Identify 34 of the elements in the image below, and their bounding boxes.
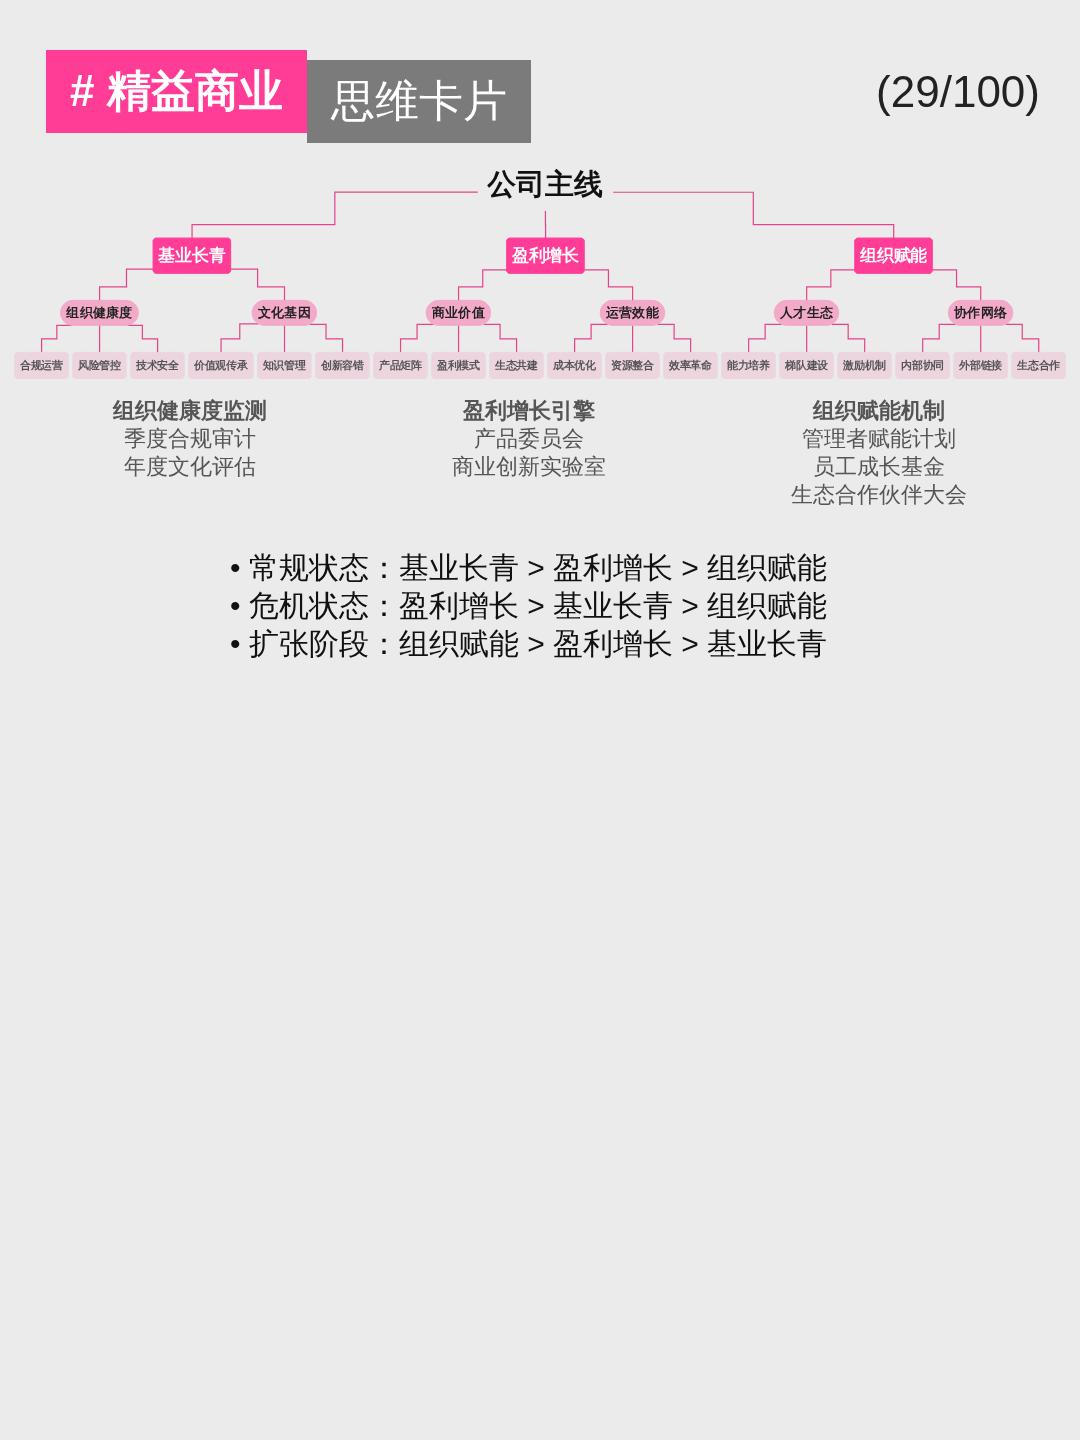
connector bbox=[583, 269, 634, 302]
node-text: 公司主线 bbox=[487, 168, 604, 201]
connector bbox=[612, 191, 895, 240]
note-text: 管理者赋能计划 bbox=[802, 425, 957, 454]
group-heading: 组织健康度监测 bbox=[112, 397, 267, 426]
bullet-item: • 扩张阶段：组织赋能 > 盈利增长 > 基业长青 bbox=[230, 626, 829, 663]
connector bbox=[191, 191, 479, 240]
note-text: 员工成长基金 bbox=[813, 453, 946, 482]
connector bbox=[806, 269, 856, 302]
tag-banner: 思维卡片 bbox=[306, 60, 531, 143]
connector bbox=[283, 324, 286, 354]
connector bbox=[980, 324, 982, 354]
connector bbox=[632, 324, 634, 354]
connector bbox=[126, 324, 159, 354]
connector bbox=[544, 210, 547, 240]
connector bbox=[230, 268, 286, 302]
note-text: 生态合作伙伴大会 bbox=[791, 481, 968, 510]
bullet-item: • 常规状态：基业长青 > 盈利增长 > 组织赋能 bbox=[230, 550, 829, 587]
connector bbox=[99, 324, 101, 354]
hashtag-banner: # 精益商业 bbox=[46, 50, 307, 133]
note-text: 产品委员会 bbox=[474, 425, 584, 454]
connector bbox=[931, 269, 982, 302]
note-text: 商业创新实验室 bbox=[452, 453, 606, 482]
connector bbox=[806, 324, 808, 354]
note-text: 年度文化评估 bbox=[123, 453, 256, 482]
bullet-item: • 危机状态：盈利增长 > 基业长青 > 组织赋能 bbox=[230, 588, 829, 625]
connector bbox=[457, 324, 460, 354]
page-counter: (29/100) bbox=[876, 66, 1040, 117]
connector bbox=[457, 269, 508, 302]
note-text: 季度合规审计 bbox=[123, 425, 256, 454]
group-heading: 组织赋能机制 bbox=[813, 397, 946, 426]
group-heading: 盈利增长引擎 bbox=[463, 397, 595, 426]
connector bbox=[220, 323, 260, 354]
connector bbox=[99, 268, 155, 302]
